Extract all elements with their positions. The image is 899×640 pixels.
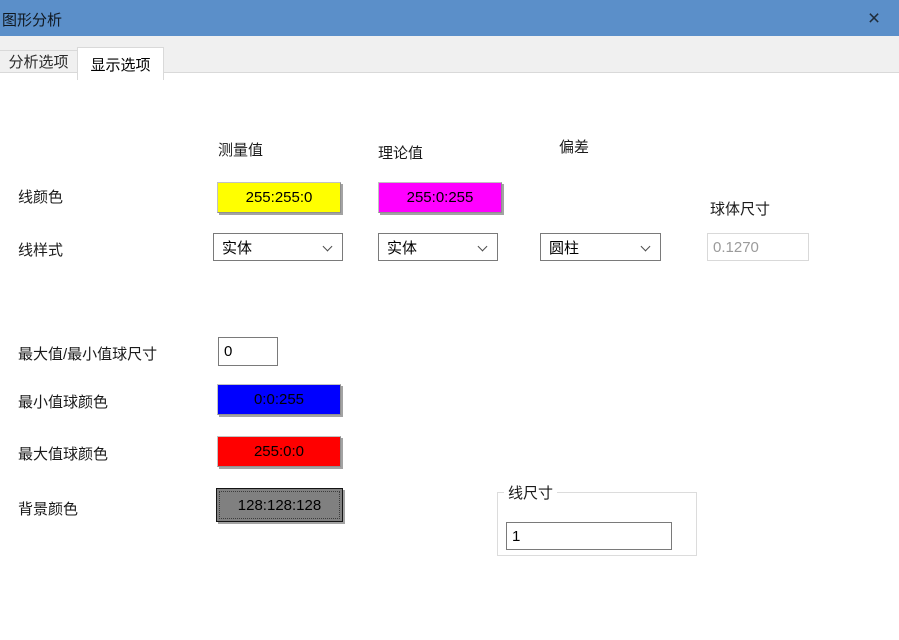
line-style-label: 线样式 (18, 242, 64, 259)
line-size-field[interactable] (506, 522, 672, 550)
min-sphere-color-value: 0:0:255 (253, 391, 305, 408)
deviation-display-value: 圆柱 (549, 239, 580, 257)
sphere-size-label: 球体尺寸 (710, 201, 771, 218)
min-sphere-color-label: 最小值球颜色 (18, 394, 109, 411)
line-color-label: 线颜色 (18, 189, 64, 206)
theoretical-line-style-value: 实体 (387, 239, 418, 257)
minmax-sphere-size-label: 最大值/最小值球尺寸 (18, 346, 158, 363)
tab-display-options[interactable]: 显示选项 (77, 47, 164, 80)
sphere-size-field (707, 233, 809, 261)
measured-line-style-value: 实体 (222, 239, 253, 257)
background-color-label: 背景颜色 (18, 501, 79, 518)
close-button[interactable]: × (853, 0, 895, 36)
close-icon: × (867, 6, 881, 30)
window-title: 图形分析 (2, 12, 63, 29)
measured-line-color-value: 255:255:0 (245, 189, 313, 206)
line-size-group: 线尺寸 (497, 482, 697, 556)
chevron-down-icon (640, 241, 651, 252)
min-sphere-color-button[interactable]: 0:0:255 (217, 384, 341, 415)
theoretical-column-header: 理论值 (378, 145, 424, 162)
minmax-sphere-size-field[interactable] (218, 337, 278, 366)
theoretical-line-color-value: 255:0:255 (406, 189, 474, 206)
max-sphere-color-button[interactable]: 255:0:0 (217, 436, 341, 467)
deviation-column-header: 偏差 (559, 139, 590, 156)
theoretical-line-color-button[interactable]: 255:0:255 (378, 182, 502, 213)
title-bar: 图形分析 × (0, 0, 899, 36)
theoretical-line-style-dropdown[interactable]: 实体 (378, 233, 498, 261)
background-color-value: 128:128:128 (237, 496, 322, 514)
max-sphere-color-label: 最大值球颜色 (18, 446, 109, 463)
tab-analysis-options[interactable]: 分析选项 (0, 50, 78, 72)
measured-line-color-button[interactable]: 255:255:0 (217, 182, 341, 213)
line-size-group-label: 线尺寸 (508, 485, 554, 502)
chevron-down-icon (477, 241, 488, 252)
background-color-button[interactable]: 128:128:128 (216, 488, 343, 522)
deviation-display-dropdown[interactable]: 圆柱 (540, 233, 661, 261)
measured-column-header: 测量值 (218, 142, 264, 159)
max-sphere-color-value: 255:0:0 (253, 443, 305, 460)
chevron-down-icon (322, 241, 333, 252)
measured-line-style-dropdown[interactable]: 实体 (213, 233, 343, 261)
